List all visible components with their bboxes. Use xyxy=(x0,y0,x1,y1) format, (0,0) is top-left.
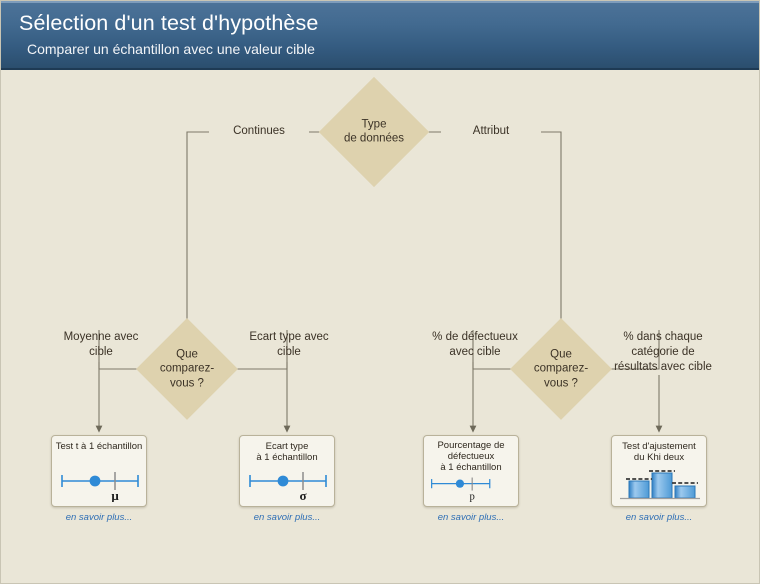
edge-label-pourcentage-defectueux: % de défectueux avec cible xyxy=(432,331,518,358)
result-card-title: Test t à 1 échantillon xyxy=(55,441,143,452)
statistic-symbol: μ xyxy=(111,488,119,502)
result-card-chi-square-goodness-of-fit[interactable]: Test d'ajustement du Khi deux xyxy=(611,435,707,507)
flowchart-canvas: Type de données Que comparez- vous ? Que… xyxy=(1,72,759,583)
result-card-one-sample-t[interactable]: Test t à 1 échantillon μ xyxy=(51,435,147,507)
edge-label-continues: Continues xyxy=(233,125,285,137)
learn-more-link-one-sample-t[interactable]: en savoir plus... xyxy=(65,512,133,523)
connector-lines xyxy=(95,131,663,433)
decision-node-data-type-label: Type de données xyxy=(343,118,405,145)
result-card-one-sample-stdev[interactable]: Ecart type à 1 échantillon σ xyxy=(239,435,335,507)
statistic-symbol: p xyxy=(470,491,475,502)
edge-label-moyenne-cible: Moyenne avec cible xyxy=(63,331,139,358)
wire-root-left-b xyxy=(183,131,209,337)
page-title: Sélection d'un test d'hypothèse xyxy=(19,11,319,35)
interval-dot-mu-icon: μ xyxy=(61,472,139,502)
edge-label-pourcentage-categorie: % dans chaque catégorie de résultats ave… xyxy=(614,331,712,373)
result-card-one-sample-percent-defective[interactable]: Pourcentage de défectueux à 1 échantillo… xyxy=(423,435,519,507)
learn-more-link-one-sample-percent-defective[interactable]: en savoir plus... xyxy=(437,512,505,523)
result-card-title: Test d'ajustement du Khi deux xyxy=(622,441,696,464)
interval-dot-p-icon: p xyxy=(431,477,491,502)
window-header: Sélection d'un test d'hypothèse Comparer… xyxy=(1,1,759,70)
result-card-title: Ecart type à 1 échantillon xyxy=(256,441,318,464)
learn-more-link-one-sample-stdev[interactable]: en savoir plus... xyxy=(253,512,321,523)
edge-label-ecart-type-cible: Ecart type avec cible xyxy=(249,331,329,358)
wire-right-b xyxy=(597,330,660,370)
learn-more-link-chi-square-goodness-of-fit[interactable]: en savoir plus... xyxy=(625,512,693,523)
bar-chart-icon xyxy=(620,470,700,500)
interval-dot-sigma-icon: σ xyxy=(249,472,327,502)
wire-root-right-b xyxy=(541,131,565,337)
statistic-symbol: σ xyxy=(299,488,306,502)
result-card-title: Pourcentage de défectueux à 1 échantillo… xyxy=(437,440,505,473)
page-subtitle: Comparer un échantillon avec une valeur … xyxy=(27,41,315,57)
edge-label-attribut: Attribut xyxy=(472,125,510,137)
